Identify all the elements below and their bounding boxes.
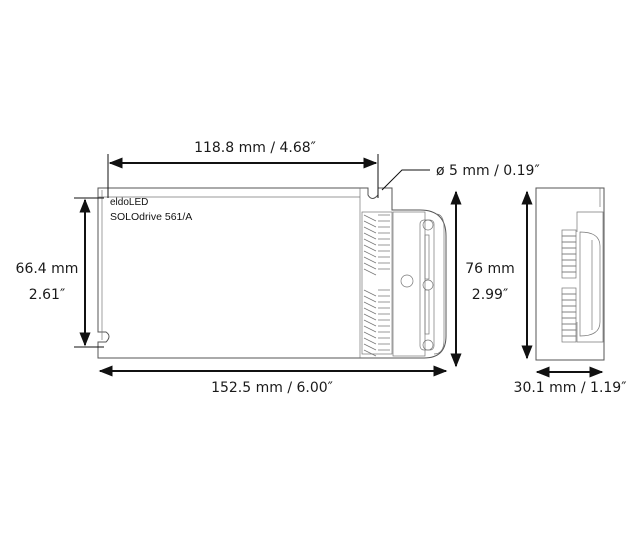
mounting-height-mm-label: 66.4 mm [16, 261, 79, 277]
side-terminal-slot [561, 317, 577, 325]
terminal-slot [363, 238, 390, 246]
terminal-slot [363, 319, 390, 327]
terminal-slot [363, 262, 390, 270]
brand-label: eldoLED [110, 197, 148, 208]
terminal-slot [363, 313, 390, 321]
side-terminal-slot [561, 293, 577, 301]
model-label: SOLOdrive 561/A [110, 211, 192, 223]
side-terminal-slot [561, 335, 577, 343]
side-terminal-slot [561, 329, 577, 337]
terminal-slot [363, 331, 390, 339]
height-in-label: 2.99″ [472, 287, 508, 303]
side-terminal-slot [561, 287, 577, 295]
side-view [535, 187, 605, 361]
mounting-height-in-label: 2.61″ [29, 287, 65, 303]
hole-leader-line [381, 169, 430, 191]
length-label: 152.5 mm / 6.00″ [211, 380, 333, 396]
terminal-slot [363, 349, 390, 357]
terminal-slot [363, 307, 390, 315]
terminal-slot [363, 343, 390, 351]
side-terminal-slot [561, 229, 577, 237]
side-terminal-slot [561, 259, 577, 267]
side-terminal-slot [561, 265, 577, 273]
side-terminal-slot [561, 311, 577, 319]
side-terminal-slot [561, 247, 577, 255]
side-terminal-slot [561, 323, 577, 331]
terminal-slot [363, 301, 390, 309]
terminal-slot [363, 268, 390, 276]
side-terminal-slot [561, 305, 577, 313]
terminal-slot [363, 256, 390, 264]
side-terminal-slot [561, 271, 577, 279]
side-terminal-slot [561, 241, 577, 249]
height-mm-label: 76 mm [465, 261, 515, 277]
terminal-slot [363, 244, 390, 252]
hole-diameter-label: ø 5 mm / 0.19″ [436, 163, 540, 179]
terminal-slot [363, 250, 390, 258]
side-terminal-slot [561, 235, 577, 243]
terminal-slot [363, 232, 390, 240]
terminal-slot [363, 214, 390, 222]
terminal-block [363, 214, 390, 357]
front-view: eldoLED SOLOdrive 561/A [97, 187, 447, 359]
terminal-slot [363, 289, 390, 297]
depth-label: 30.1 mm / 1.19″ [514, 380, 627, 396]
terminal-slot [363, 325, 390, 333]
terminal-slot [363, 226, 390, 234]
side-terminal-slot [561, 299, 577, 307]
terminal-slot [363, 220, 390, 228]
side-terminal-slot [561, 253, 577, 261]
terminal-slot [363, 337, 390, 345]
terminal-slot [363, 295, 390, 303]
mounting-length-label: 118.8 mm / 4.68″ [194, 140, 316, 156]
